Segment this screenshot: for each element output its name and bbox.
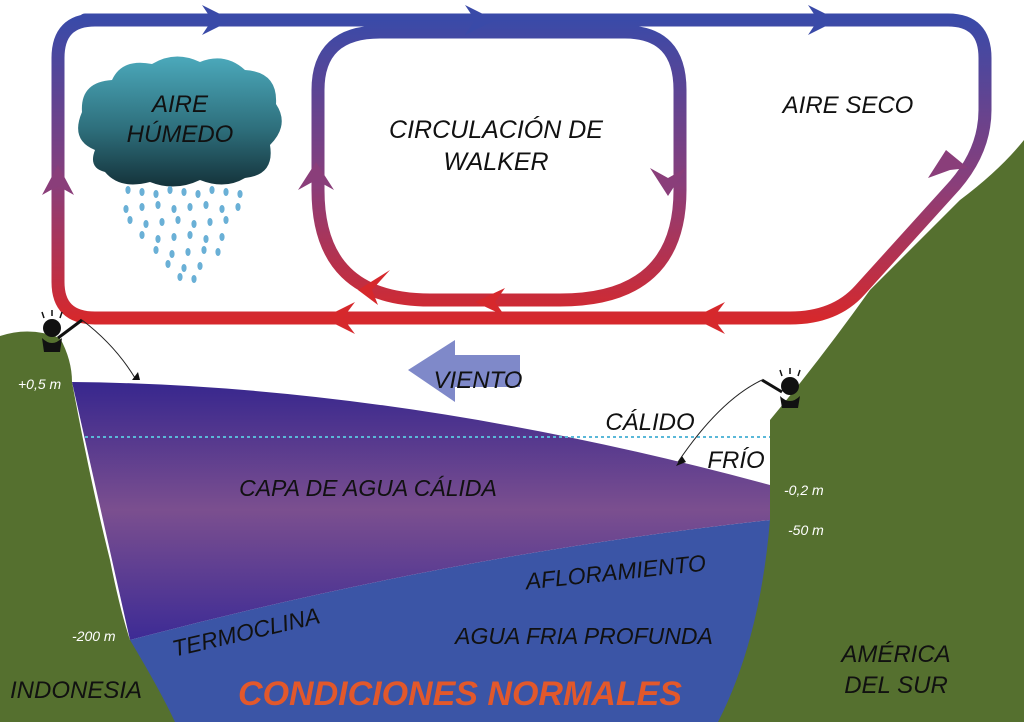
humid-cloud <box>78 56 282 283</box>
rain-drop-icon <box>223 216 229 224</box>
rain-drops <box>123 186 243 283</box>
land-south-america <box>718 140 1024 722</box>
rain-drop-icon <box>219 233 225 241</box>
rain-drop-icon <box>191 220 197 228</box>
arrow-icon <box>928 150 968 178</box>
rain-drop-icon <box>143 220 149 228</box>
cold-label: FRÍO <box>707 447 764 474</box>
rain-drop-icon <box>219 205 225 213</box>
arrow-icon <box>475 288 505 316</box>
region-south-america-line1: AMÉRICA <box>839 641 950 668</box>
warm-water-layer <box>72 382 770 640</box>
wind-label: VIENTO <box>434 367 523 394</box>
wind-arrow-icon <box>408 340 520 402</box>
arrow-icon <box>298 162 334 190</box>
rain-drop-icon <box>195 190 201 198</box>
rain-drop-icon <box>123 205 129 213</box>
rain-drop-icon <box>139 203 145 211</box>
rain-drop-icon <box>171 205 177 213</box>
level-west-surface: +0,5 m <box>18 376 62 392</box>
level-east-surface: -0,2 m <box>784 482 824 498</box>
rain-drop-icon <box>177 273 183 281</box>
rain-drop-icon <box>223 188 229 196</box>
land-indonesia <box>0 331 175 722</box>
hook-icon <box>132 372 140 380</box>
rain-drop-icon <box>209 186 215 194</box>
rain-drop-icon <box>125 186 131 194</box>
arrow-icon <box>693 302 725 334</box>
fisherman-west <box>41 310 136 379</box>
loop-arrowheads <box>42 5 968 334</box>
arrow-icon <box>808 5 838 35</box>
rain-drop-icon <box>153 190 159 198</box>
land <box>0 140 1024 722</box>
cloud-icon <box>78 56 282 187</box>
rain-drop-icon <box>139 188 145 196</box>
rain-drop-icon <box>235 203 241 211</box>
rain-drop-icon <box>197 262 203 270</box>
deep-water-label: AGUA FRIA PROFUNDA <box>453 623 713 649</box>
level-east-depth: -50 m <box>788 522 824 538</box>
outer-loop <box>51 13 992 325</box>
warm-label: CÁLIDO <box>605 409 694 436</box>
region-south-america-line2: DEL SUR <box>844 672 948 699</box>
ocean <box>72 382 770 722</box>
region-indonesia: INDONESIA <box>10 677 142 704</box>
rain-drop-icon <box>165 260 171 268</box>
rain-drop-icon <box>181 264 187 272</box>
cloud-label-line1: AIRE <box>150 91 209 118</box>
rain-drop-icon <box>207 218 213 226</box>
dry-air-label: AIRE SECO <box>781 92 914 119</box>
rain-drop-icon <box>215 248 221 256</box>
inner-loop <box>311 25 687 307</box>
circulation-label-line1: CIRCULACIÓN DE <box>389 115 603 144</box>
arrow-icon <box>650 168 686 196</box>
rain-drop-icon <box>155 235 161 243</box>
walker-circulation <box>51 13 992 325</box>
warm-layer-label: CAPA DE AGUA CÁLIDA <box>239 475 497 501</box>
rain-drop-icon <box>169 250 175 258</box>
diagram-title: CONDICIONES NORMALES <box>238 675 682 713</box>
arrow-icon <box>358 270 390 305</box>
rain-drop-icon <box>139 231 145 239</box>
rain-drop-icon <box>153 246 159 254</box>
fisherman-east <box>676 368 801 466</box>
rain-drop-icon <box>181 188 187 196</box>
rain-drop-icon <box>187 231 193 239</box>
rain-drop-icon <box>155 201 161 209</box>
level-west-depth: -200 m <box>72 628 116 644</box>
rain-drop-icon <box>201 246 207 254</box>
rain-drop-icon <box>191 275 197 283</box>
arrow-icon <box>42 165 74 195</box>
rain-drop-icon <box>203 201 209 209</box>
rain-drop-icon <box>171 233 177 241</box>
arrow-icon <box>465 5 495 35</box>
rain-drop-icon <box>167 186 173 194</box>
rain-drop-icon <box>127 216 133 224</box>
rain-drop-icon <box>175 216 181 224</box>
circulation-label-line2: WALKER <box>443 148 548 176</box>
rain-drop-icon <box>203 235 209 243</box>
deep-cold-water <box>130 520 770 722</box>
cloud-label-line2: HÚMEDO <box>127 121 234 148</box>
rain-drop-icon <box>159 218 165 226</box>
rain-drop-icon <box>185 248 191 256</box>
arrow-icon <box>323 302 355 334</box>
rain-drop-icon <box>187 203 193 211</box>
arrow-icon <box>202 5 232 35</box>
rain-drop-icon <box>237 190 243 198</box>
